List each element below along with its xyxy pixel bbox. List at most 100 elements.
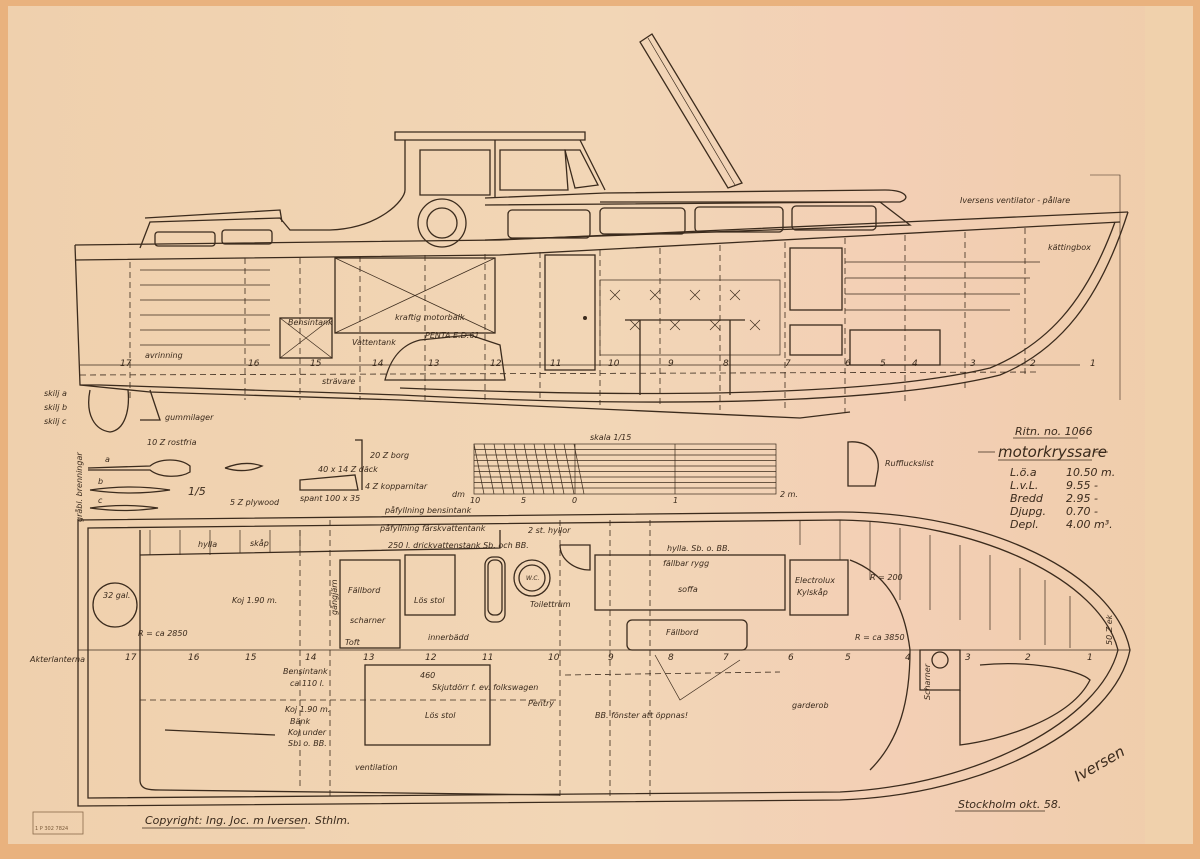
window: [791, 205, 877, 231]
station-number: 10: [548, 653, 560, 663]
label-wl-c: skilj c: [44, 417, 67, 426]
sheer-line: [74, 211, 1129, 246]
station-number: 3: [965, 653, 971, 663]
label-fonster: BB. fönster att öppnas!: [595, 711, 688, 720]
spec-value: 10.50 m.: [1066, 466, 1115, 479]
station-number: 2: [1030, 359, 1036, 369]
paper-right-strip: [1145, 6, 1193, 844]
sofa-cushions: [599, 279, 781, 356]
scale-bar: skala 1/15 dm 10 5 0 1 2 m.: [452, 433, 798, 505]
label-bensintank: Bensintank: [288, 318, 333, 327]
window: [499, 149, 569, 191]
spec-value: 0.70 -: [1066, 505, 1098, 518]
label-los-stol-2: Lös stol: [425, 711, 456, 720]
station-number: 1: [1090, 359, 1096, 369]
station-number: 2: [1025, 653, 1031, 663]
wc-bowl: [513, 559, 551, 597]
fuel-tank: [279, 317, 333, 359]
label-kylskap: Kylskåp: [797, 587, 828, 597]
label-akterlanterna: Akterlanterna: [29, 655, 85, 664]
label-kattingbox: kättingbox: [1048, 243, 1091, 252]
label-koj2: Koj 1.90 m.: [285, 705, 330, 714]
door: [544, 254, 596, 371]
station-number: 10: [608, 359, 620, 369]
station-number: 5: [880, 359, 886, 369]
station-number: 8: [668, 653, 674, 663]
section-a: [87, 459, 191, 477]
fridge: [789, 559, 849, 616]
pentry-area: [364, 664, 491, 746]
station-number: 12: [490, 359, 502, 369]
paper-background: [8, 6, 1193, 844]
station-number: 16: [188, 653, 200, 663]
section-b: [89, 486, 171, 494]
profile-labels: Iversens ventilator - pållare kättingbox…: [44, 195, 1091, 426]
bunk-planking: [140, 269, 270, 346]
label-koj-under: Koj under: [288, 728, 327, 737]
frame-lines: [129, 228, 1026, 412]
label-toft: Toft: [345, 638, 361, 647]
ruffluckslist-detail: [847, 441, 879, 487]
label-skjutdorr: Skjutdörr f. ev. folkswagen: [432, 683, 538, 692]
label-pafyllning-farskvatten: påfyllning färskvattentank: [379, 523, 486, 533]
label-gangjarn: gångjärn: [329, 579, 339, 615]
place-date: Stockholm okt. 58.: [958, 798, 1061, 811]
mast: [639, 33, 743, 189]
label-32gal: 32 gal.: [103, 591, 130, 600]
station-number: 16: [248, 359, 260, 369]
scale-diagonal: [483, 443, 495, 495]
scale-diagonal: [513, 443, 525, 495]
label-motorbalk: kraftig motorbalk: [395, 313, 465, 322]
shower: [559, 544, 591, 571]
fallbord-2: [626, 619, 748, 651]
scale-diagonal: [503, 443, 515, 495]
station-number: 13: [363, 653, 375, 663]
window: [419, 149, 491, 196]
label-ventilation: ventilation: [355, 763, 398, 772]
label-section-a: a: [105, 455, 110, 464]
scale-title: skala 1/15: [590, 433, 631, 442]
engine: [384, 334, 506, 381]
label-50z-ek: 50 Z ek: [1105, 614, 1114, 645]
label-scharner-bow: Scharner: [923, 663, 932, 700]
deck-detail: [299, 474, 359, 491]
spec-label: Depl.: [1010, 518, 1039, 531]
label-pafyllning: påfyllning bensintank: [384, 505, 472, 515]
label-r2850: R = ca 2850: [138, 629, 188, 638]
table: [625, 319, 745, 395]
archive-stamp: 1 P 302 7824: [32, 811, 84, 835]
scale-diagonal: [553, 443, 565, 495]
window: [221, 229, 273, 245]
plan-labels: hylla skåp Koj 1.90 m. R = ca 2850 32 ga…: [29, 523, 1114, 772]
label-wl-a: skilj a: [44, 389, 67, 398]
label-r3850: R = ca 3850: [855, 633, 905, 642]
spec-value: 9.55 -: [1066, 479, 1098, 492]
window: [564, 149, 600, 189]
label-engine: PENTA E.D.61: [425, 331, 480, 340]
label-skap: skåp: [250, 538, 269, 548]
station-number: 15: [310, 359, 322, 369]
label-vattentank: Vattentank: [352, 338, 396, 347]
label-bank: Bänk: [290, 717, 310, 726]
drawing-number: Ritn. no. 1066: [1015, 425, 1093, 438]
label-section-b: b: [98, 477, 103, 486]
label-bensintank-plan: Bensintank: [283, 667, 328, 676]
drawing-title: motorkryssare: [998, 443, 1107, 461]
label-wl-b: skilj b: [44, 403, 67, 412]
station-number: 7: [723, 653, 729, 663]
section-rudder-stock: [224, 462, 264, 472]
station-number: 8: [723, 359, 729, 369]
wheelhouse-roof: [394, 131, 586, 141]
station-number: 7: [785, 359, 791, 369]
label-los-stol: Lös stol: [414, 596, 445, 605]
scale-tick: 5: [521, 496, 526, 505]
lifebuoy: [417, 198, 467, 248]
stamp-text: 1 P 302 7824: [35, 826, 68, 832]
copyright: Copyright: Ing. Joc. m Iversen. Sthlm.: [145, 814, 350, 827]
label-avrinning: avrinning: [145, 351, 183, 360]
plan-view: [77, 511, 1131, 807]
fuel-tank-round: [92, 582, 138, 628]
label-bord: 20 Z borg: [370, 451, 409, 460]
